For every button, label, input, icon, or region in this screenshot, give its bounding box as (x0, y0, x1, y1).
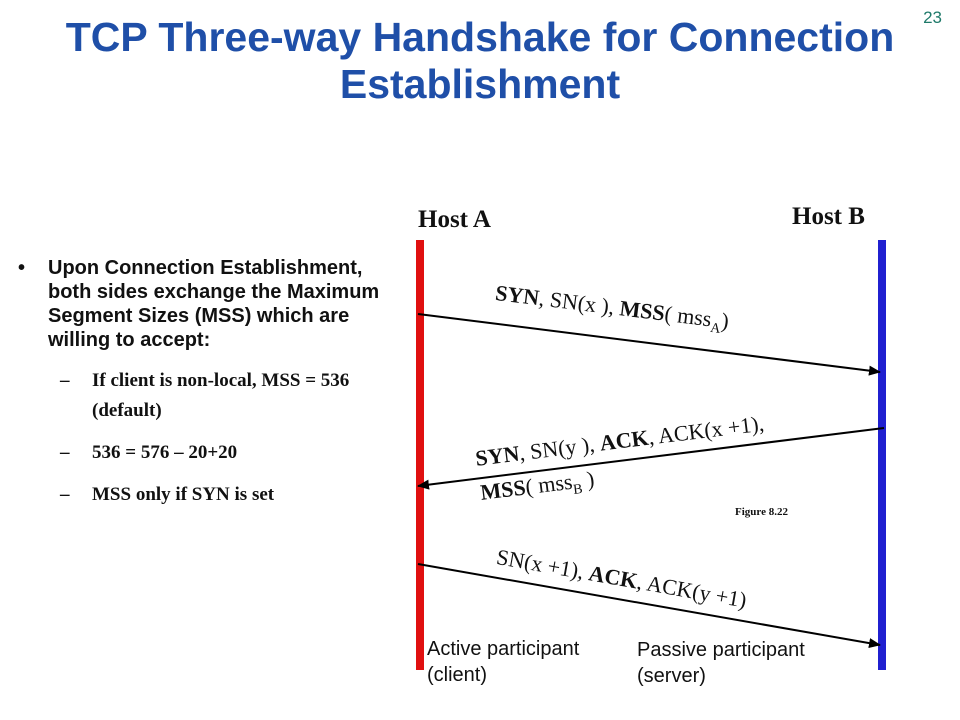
host-a-lifeline (416, 240, 424, 670)
syn-arrow (417, 313, 881, 376)
ack-arrow (417, 563, 881, 649)
dash-3: – (60, 484, 70, 505)
m1-mss: MSS (618, 295, 667, 326)
active-participant-note: (client) (427, 664, 488, 686)
m2-ack: ACK (598, 424, 650, 456)
sub-bullet-3: – MSS only if SYN is set (18, 480, 398, 510)
sub-bullet-2: – 536 = 576 – 20+20 (18, 438, 398, 468)
title-line-2: Establishment (339, 61, 621, 107)
active-participant-label: Active participant (client) (427, 636, 579, 688)
passive-participant-text: Passive participant (637, 639, 805, 661)
sub-bullet-3-text: MSS only if SYN is set (92, 484, 275, 505)
active-participant-text: Active participant (427, 638, 580, 660)
syn-ack-arrow (417, 427, 885, 490)
m1-mss-arg: ( mss (663, 300, 713, 332)
host-a-label: Host A (418, 206, 491, 233)
sub-bullet-1-text: If client is non-local, MSS = 536 (defau… (92, 370, 350, 421)
page-title: TCP Three-way Handshake for Connection E… (0, 14, 960, 108)
host-b-lifeline (878, 240, 886, 670)
m2-mss-arg: ( mss (523, 468, 574, 500)
bullet-main: Upon Connection Establishment, both side… (18, 256, 398, 352)
passive-participant-note: (server) (637, 665, 706, 687)
m2-mss: MSS (479, 474, 527, 505)
dash-1: – (60, 370, 70, 391)
host-b-label: Host B (792, 203, 865, 230)
sub-bullet-1: – If client is non-local, MSS = 536 (def… (18, 366, 398, 426)
sub-bullet-2-text: 536 = 576 – 20+20 (92, 442, 238, 463)
title-line-1: TCP Three-way Handshake for Connection (65, 14, 895, 60)
m2-syn: SYN (474, 440, 521, 471)
dash-2: – (60, 442, 70, 463)
figure-label: Figure 8.22 (735, 506, 788, 518)
m1-syn: SYN (493, 280, 541, 311)
slide-number: 23 (923, 8, 942, 27)
bullet-list: Upon Connection Establishment, both side… (18, 256, 398, 510)
passive-participant-label: Passive participant (server) (637, 637, 805, 689)
